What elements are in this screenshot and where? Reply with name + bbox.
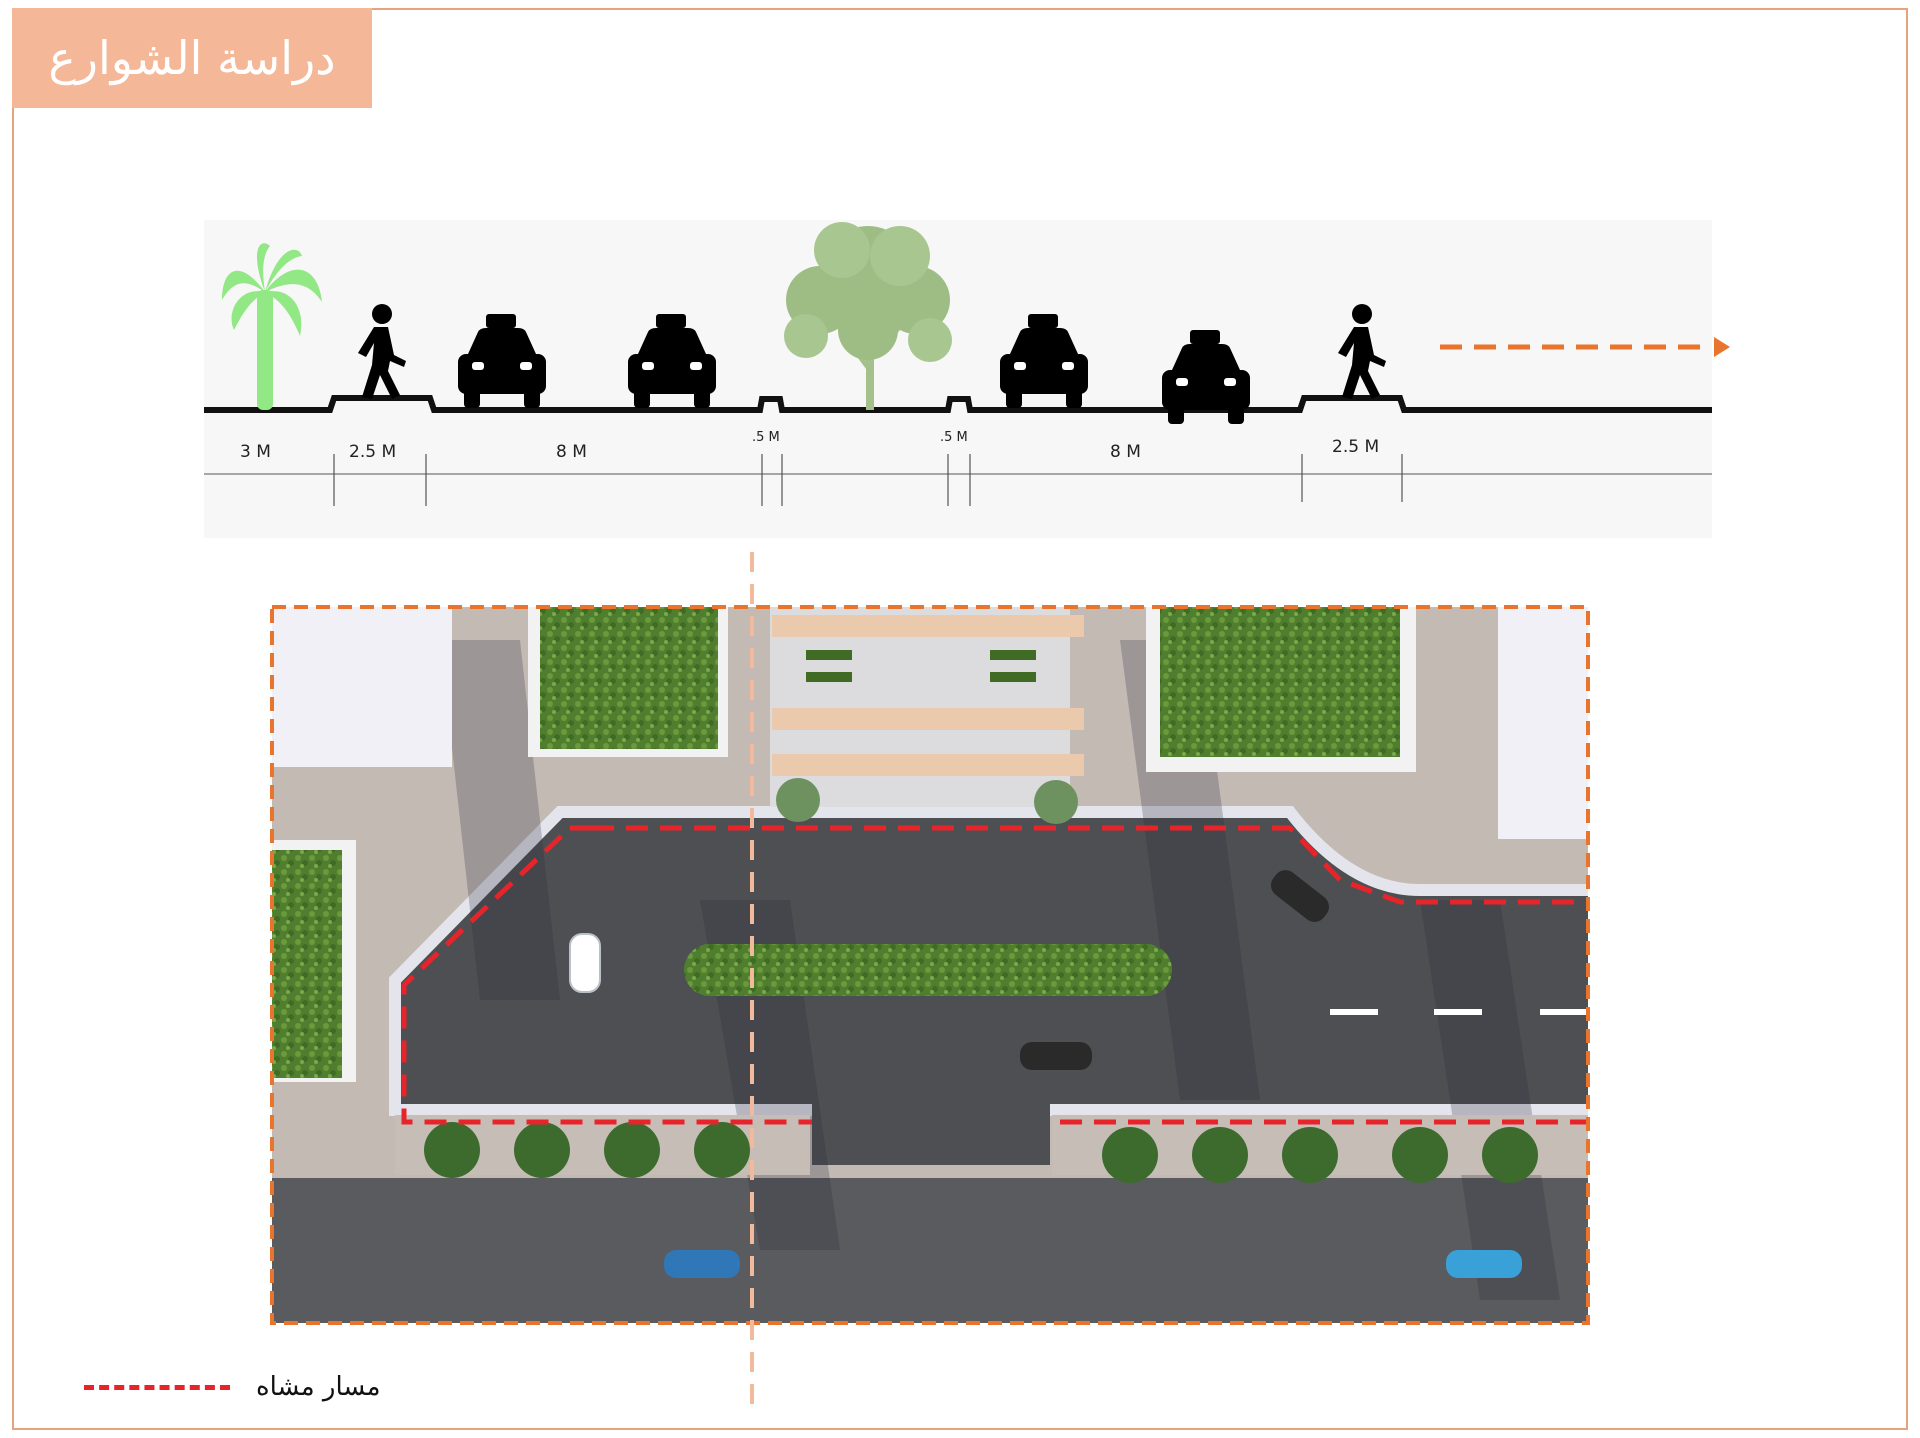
- dim-label-8m-left: 8 M: [556, 442, 587, 462]
- dim-label-0-5m-left: .5 M: [752, 430, 780, 445]
- dim-label-3m: 3 M: [240, 442, 271, 462]
- legend: مسار مشاه: [84, 1372, 381, 1402]
- tree-icon: [784, 222, 952, 410]
- page-title: دراسة الشوارع: [48, 31, 336, 85]
- palm-tree-icon: [222, 243, 322, 410]
- title-banner: دراسة الشوارع: [12, 8, 372, 108]
- car-icon-4: [1162, 330, 1250, 424]
- cross-section: 3 M 2.5 M 8 M .5 M .5 M 8 M 2.5 M: [204, 220, 1730, 538]
- pedestrian-icon-left: [358, 304, 406, 399]
- dim-label-2-5m-left: 2.5 M: [349, 442, 396, 462]
- plan-view: [272, 607, 1588, 1323]
- car-icon-3: [1000, 314, 1088, 408]
- direction-arrow-icon: [1440, 337, 1730, 357]
- dim-label-0-5m-right: .5 M: [940, 430, 968, 445]
- pedestrian-icon-right: [1338, 304, 1386, 399]
- plan-border: [270, 605, 1590, 1325]
- legend-label: مسار مشاه: [256, 1372, 381, 1402]
- dim-label-2-5m-right: 2.5 M: [1332, 437, 1379, 457]
- car-icon-2: [628, 314, 716, 408]
- dim-label-8m-right: 8 M: [1110, 442, 1141, 462]
- page-frame: [12, 8, 1908, 1430]
- pedestrian-path-swatch: [84, 1384, 230, 1390]
- car-icon-1: [458, 314, 546, 408]
